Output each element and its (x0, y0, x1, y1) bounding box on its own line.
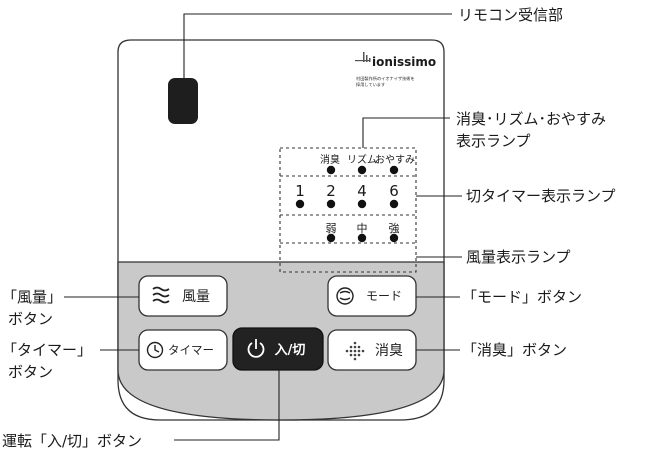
lamp-rhythm (357, 165, 367, 175)
lamp-area (279, 147, 417, 273)
power-button-label: 入/切 (275, 343, 306, 358)
callout-airflow-button-2: ボタン (8, 310, 53, 328)
lamp-label-timer-6: 6 (389, 182, 399, 200)
lamp-timer-2 (326, 199, 336, 209)
timer-lamp-row: 1 2 4 6 (295, 182, 399, 209)
lamp-label-deodorize: 消臭 (320, 153, 340, 166)
mode-button-label: モード (366, 289, 402, 303)
callout-mode-button: 「モード」ボタン (462, 288, 582, 306)
lamp-timer-6 (389, 199, 399, 209)
clock-icon (146, 341, 164, 359)
callout-remote-receiver: リモコン受信部 (458, 6, 563, 24)
lamp-label-strong: 強 (389, 222, 400, 235)
leader-power-button (174, 370, 280, 441)
diamond-dots-icon (345, 341, 365, 361)
callout-power-button: 運転「入/切」ボタン (2, 432, 142, 450)
lamp-strong (389, 233, 399, 243)
callout-mode-lamps-1: 消臭･リズム･おやすみ (456, 110, 606, 128)
deodorize-button-label: 消臭 (375, 343, 403, 359)
leader-lines (64, 13, 462, 441)
airflow-button-label: 風量 (182, 289, 210, 305)
callout-timer-button-2: ボタン (8, 363, 53, 381)
logo-brand: ionissimo (372, 55, 436, 69)
lamp-label-weak: 弱 (326, 222, 337, 235)
lamp-label-timer-4: 4 (357, 182, 367, 200)
mode-lamp-row: 消臭 リズム おやすみ (320, 153, 415, 175)
callout-airflow-button-1: 「風量」 (2, 288, 62, 306)
mode-swirl-icon (336, 287, 354, 305)
leader-mode-lamps (362, 117, 450, 148)
airflow-button[interactable]: 風量 (138, 275, 228, 317)
logo-fine-print-2: 採用しています (356, 81, 385, 88)
callout-labels: リモコン受信部 消臭･リズム･おやすみ 表示ランプ 切タイマー表示ランプ 風量表… (2, 6, 616, 450)
lamp-medium (357, 233, 367, 243)
lamp-sleep (389, 165, 399, 175)
ionissimo-logo: ionissimo 村田製作所のイオナイザ技術を 採用しています (355, 52, 436, 88)
leader-remote-receiver (183, 13, 452, 78)
lamp-timer-4 (357, 199, 367, 209)
lamp-label-rhythm: リズム (347, 153, 377, 166)
lamp-weak (326, 233, 336, 243)
lamp-label-medium: 中 (357, 222, 368, 235)
callout-timer-lamp: 切タイマー表示ランプ (466, 187, 616, 205)
lamp-deodorize (326, 165, 336, 175)
airflow-lamp-row: 弱 中 強 (326, 222, 400, 243)
lamp-timer-1 (295, 199, 305, 209)
timer-button[interactable]: タイマー (138, 329, 228, 371)
power-button[interactable]: 入/切 (232, 327, 324, 371)
callout-deodorize-button: 「消臭」ボタン (462, 341, 567, 359)
timer-button-label: タイマー (168, 343, 214, 357)
lamp-label-timer-2: 2 (326, 182, 336, 200)
logo-fine-print-1: 村田製作所のイオナイザ技術を (356, 75, 415, 82)
callout-airflow-lamp: 風量表示ランプ (466, 248, 571, 266)
mode-button[interactable]: モード (327, 275, 417, 317)
deodorize-button[interactable]: 消臭 (327, 329, 417, 371)
remote-receiver (168, 78, 198, 124)
lamp-label-timer-1: 1 (295, 182, 305, 200)
lamp-label-sleep: おやすみ (375, 154, 415, 166)
power-icon (247, 339, 265, 358)
callout-mode-lamps-2: 表示ランプ (456, 132, 531, 150)
callout-timer-button-1: 「タイマー」 (2, 341, 92, 359)
wind-waves-icon (152, 286, 170, 304)
